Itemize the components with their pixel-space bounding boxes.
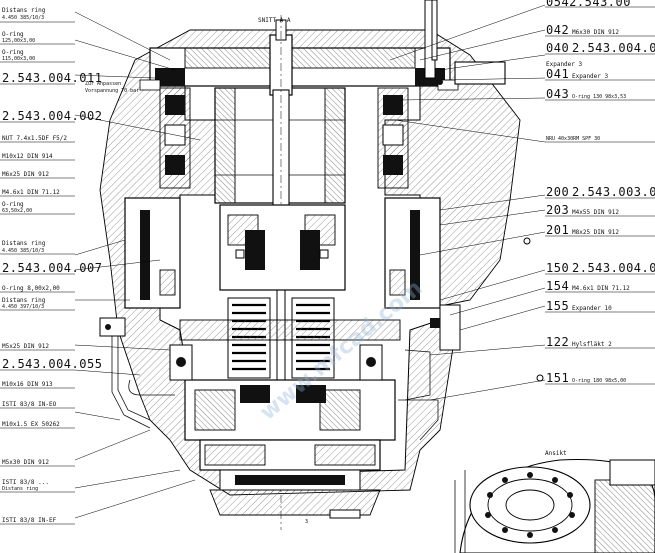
right-fittings [398, 304, 461, 441]
left-label-4: 2.543.004.011 [2, 71, 102, 85]
pressure-label-1: Zur Anpassen [85, 81, 121, 87]
right-label-num-13: 122 [546, 335, 569, 349]
coolant-pipe [99, 317, 175, 429]
section-label: SNITT A-A [258, 17, 291, 24]
right-label-9: M8x25 DIN 912 [572, 229, 619, 236]
bottom-base [199, 439, 381, 519]
right-label-5: O-ring 130 98x3,53 [572, 94, 626, 100]
right-label-num-10: 150 [546, 261, 569, 275]
right-label-12: Expander 10 [572, 305, 612, 312]
left-label-10: O-ring [2, 201, 24, 208]
leader-lines-left [74, 11, 201, 519]
leader-lines-right [389, 4, 546, 401]
bottom-mark: 3 [305, 519, 308, 525]
left-label-13: O-ring 8,00x2,00 [2, 285, 60, 292]
left-label-12: 2.543.004.007 [2, 261, 102, 275]
left-label-5: 2.543.004.002 [2, 109, 102, 123]
right-label-num-14: 151 [546, 371, 569, 385]
right-label-3: Expander 3 [546, 61, 583, 68]
right-label-num-1: 042 [546, 23, 569, 37]
right-label-2: 2.543.004.016 [572, 41, 655, 55]
right-label-10: 2.543.004.070 [572, 261, 655, 275]
detail-view [454, 458, 655, 553]
label-underlines-right [545, 6, 655, 385]
left-label-14: Distans ring [2, 297, 46, 304]
left-label-9: M4.6x1 DIN 71.12 [2, 189, 60, 196]
right-label-6: NRU 40x30RM SPF 30 [546, 136, 600, 142]
left-label-6: NUT 7.4x1.5DF F5/2 [2, 135, 67, 142]
left-label-18: ISTI 83/8 IN-EO [2, 401, 57, 408]
label-underlines-left [0, 21, 75, 525]
left-label-7: M10x12 DIN 914 [2, 153, 53, 160]
right-label-14: O-ring 180 98x5,00 [572, 378, 626, 384]
left-label-20: M5x30 DIN 912 [2, 459, 49, 466]
left-label-14-sub: 4.450 397/10/3 [2, 304, 44, 310]
left-label-17: M10x16 DIN 913 [2, 381, 53, 388]
top-cover [139, 47, 459, 91]
pressure-label-2: Vorspannung 70 bar [85, 88, 139, 94]
left-label-22: ISTI 83/8 IN-EF [2, 517, 57, 524]
left-label-3-sub: 115,00x3,00 [2, 56, 35, 62]
side-blocks [124, 197, 441, 309]
right-label-11: M4.6x1 DIN 71.12 [572, 285, 630, 292]
right-label-1: M6x30 DIN 912 [572, 29, 619, 36]
left-labels: Distans ring 4.450 385/10/3 O-ring 125,0… [2, 7, 102, 524]
section-mark [523, 237, 544, 382]
left-label-11: Distans ring [2, 240, 46, 247]
right-label-num-7: 200 [546, 185, 569, 199]
right-label-num-4: 041 [546, 67, 569, 81]
top-right-label: 0542.543.00 [546, 0, 631, 9]
left-label-3: O-ring [2, 49, 24, 56]
detail-label: Ansikt [545, 450, 567, 457]
right-label-num-12: 155 [546, 299, 569, 313]
left-label-19: M10x1.5 EX 50262 [2, 421, 60, 428]
left-label-8: M6x25 DIN 912 [2, 171, 49, 178]
right-label-8: M4x55 DIN 912 [572, 209, 619, 216]
left-label-2: O-ring [2, 31, 24, 38]
left-label-21-sub: Distans ring [2, 486, 38, 492]
lower-piston [169, 319, 401, 441]
right-label-num-9: 201 [546, 223, 569, 237]
right-label-4: Expander 3 [572, 73, 609, 80]
right-label-num-8: 203 [546, 203, 569, 217]
right-label-7: 2.543.003.065 [572, 185, 655, 199]
right-label-num-11: 154 [546, 279, 569, 293]
right-labels: 0542.543.00 042 M6x30 DIN 912 040 2.543.… [546, 0, 655, 385]
clamp-assembly [219, 204, 346, 291]
right-label-13: Hylsfläkt 2 [572, 341, 612, 348]
left-label-10-sub: 63,50x2,00 [2, 208, 32, 214]
left-label-16: 2.543.004.055 [2, 357, 102, 371]
left-label-2-sub: 125,00x3,00 [2, 38, 35, 44]
right-label-num-2: 040 [546, 41, 569, 55]
right-label-num-5: 043 [546, 87, 569, 101]
left-label-1-sub: 4.450 385/10/3 [2, 15, 44, 21]
left-label-21: ISTI 83/8 ... [2, 479, 49, 486]
left-label-11-sub: 4.450 385/10/3 [2, 248, 44, 254]
left-label-15: M5x25 DIN 912 [2, 343, 49, 350]
watermark: www.mfcad.com [255, 276, 427, 426]
top-right-bracket [424, 0, 506, 85]
left-label-1: Distans ring [2, 7, 46, 14]
